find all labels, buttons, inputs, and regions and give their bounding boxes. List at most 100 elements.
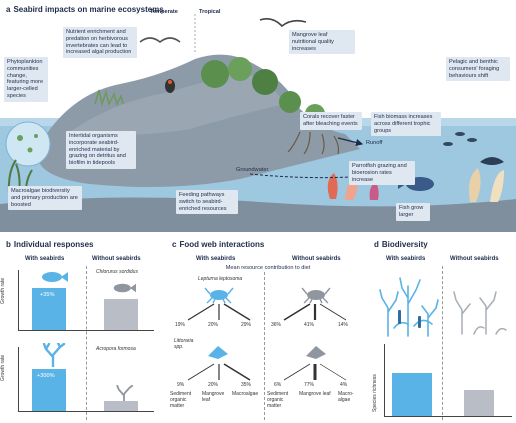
diet-arrows-without-1: [283, 303, 347, 321]
panel-d-axis: [384, 344, 385, 416]
bar-without-seabirds: [104, 401, 138, 411]
snail-icon: [306, 346, 326, 359]
callout-intertidal: Intertidal organisms incorporate seabird…: [66, 131, 136, 169]
runoff-arrow: [337, 137, 364, 147]
puffin-beak: [168, 80, 172, 84]
coral-icon: [116, 385, 134, 403]
panel-b-letter: b: [6, 240, 11, 249]
panel-b-row-1-axis: [18, 270, 19, 330]
panel-c-title-text: Food web interactions: [179, 240, 265, 249]
coral-assemblage-with: [379, 277, 439, 337]
panel-b-col-with: With seabirds: [25, 256, 65, 262]
diet-pct: 9%: [177, 382, 185, 388]
callout-phytoplankton: Phytoplankton communities change, featur…: [4, 57, 48, 102]
diet-pct: 36%: [271, 322, 282, 328]
panel-b-row-2-axis: [18, 347, 19, 411]
island-top: [70, 72, 285, 135]
fish-school: [455, 132, 465, 136]
panel-d-ylabel: Species richness: [372, 374, 378, 412]
seabird-flying: [259, 18, 307, 28]
diet-arrows-with-1: [187, 303, 251, 321]
callout-pelagic: Pelagic and benthic consumers' foraging …: [446, 57, 510, 82]
panel-d-letter: d: [374, 240, 379, 249]
panel-c-col-with: With seabirds: [196, 256, 236, 262]
puffin: [165, 79, 175, 93]
snail-icon: [208, 346, 228, 359]
panel-b-row-2-ylabel: Growth rate: [0, 354, 6, 381]
callout-mangrove: Mangrove leaf nutritional quality increa…: [289, 30, 355, 55]
species-label: Chlorurus sordidus: [96, 269, 138, 275]
grass: [94, 89, 124, 107]
callout-macroalgae: Macroalgae biodiversity and primary prod…: [8, 186, 82, 211]
diet-pct: 19%: [175, 322, 186, 328]
crab-icon: [301, 287, 331, 304]
resource-label: Mangrove leaf: [202, 391, 225, 403]
bar-without-seabirds: [104, 299, 138, 330]
consumer-1-name: Lepturna leptosoma: [198, 276, 243, 282]
panel-b-row-1: Growth rate +35% Chlorurus sordidus: [0, 266, 158, 342]
callout-feeding-pathways: Feeding pathways switch to seabird-enric…: [176, 190, 238, 215]
resource-label: Sediment organic matter: [267, 391, 289, 409]
panel-b-row-1-baseline: [18, 330, 154, 331]
tree-canopy: [279, 91, 301, 113]
panel-b-row-2: Growth rate +300% Acropora formosa: [0, 343, 158, 419]
runoff-label: Runoff: [366, 140, 383, 146]
diet-pct: 6%: [274, 382, 282, 388]
panel-b-row-2-baseline: [18, 411, 154, 412]
coral: [369, 182, 379, 200]
panel-b-divider: [86, 266, 87, 420]
panel-a-letter: a: [6, 5, 11, 14]
consumer-2-name: Littoraria spp.: [174, 338, 194, 350]
panel-b-col-without: Without seabirds: [92, 256, 141, 262]
resource-label: Sediment organic matter: [170, 391, 192, 409]
diet-pct: 4%: [340, 382, 348, 388]
fish-icon: [42, 272, 68, 282]
coral-icon: [42, 343, 66, 367]
seafloor: [0, 197, 516, 232]
tree-canopy: [228, 57, 252, 81]
diet-pct: 20%: [208, 322, 219, 328]
callout-corals: Corals recover faster after bleaching ev…: [300, 112, 362, 130]
resource-label: Mangrove leaf: [299, 391, 331, 397]
panel-d-col-with: With seabirds: [386, 256, 426, 262]
coral-assemblage-without: [453, 291, 507, 335]
tree-canopy: [201, 60, 229, 88]
diet-pct: 20%: [208, 382, 219, 388]
mangrove-roots: [287, 131, 340, 155]
coral: [469, 168, 481, 202]
panel-b-title-text: Individual responses: [13, 240, 94, 249]
coral: [327, 173, 338, 199]
fish-icon: [113, 283, 136, 293]
groundwater-label: Groundwater: [236, 167, 269, 173]
panel-c-col-without: Without seabirds: [292, 256, 341, 262]
panel-a-title-text: Seabird impacts on marine ecosystems: [13, 5, 164, 14]
resource-label: Macro-algae: [338, 391, 354, 403]
species-label: Acropora formosa: [96, 346, 136, 352]
diet-pct: 14%: [338, 322, 349, 328]
tree-canopy: [252, 69, 278, 95]
manta-ray: [480, 157, 504, 165]
panel-d-col-without: Without seabirds: [450, 256, 499, 262]
callout-fish-grow: Fish grow larger: [396, 203, 430, 221]
callout-nutrient-enrichment: Nutrient enrichment and predation on her…: [63, 27, 137, 59]
panel-d-divider: [442, 266, 443, 420]
diet-arrows-with-2: [187, 363, 251, 381]
zone-temperate-label: Temperate: [150, 9, 178, 15]
coral: [490, 170, 504, 202]
diet-pct: 29%: [241, 322, 252, 328]
change-label: +35%: [40, 292, 55, 298]
diet-pct: 35%: [241, 382, 252, 388]
panel-d-baseline: [384, 416, 512, 417]
bar-with-seabirds: [32, 288, 66, 330]
panel-c-divider: [264, 272, 265, 420]
bar-with-seabirds: [392, 373, 432, 416]
change-label: +300%: [37, 373, 55, 379]
seabird-flying: [139, 37, 181, 44]
